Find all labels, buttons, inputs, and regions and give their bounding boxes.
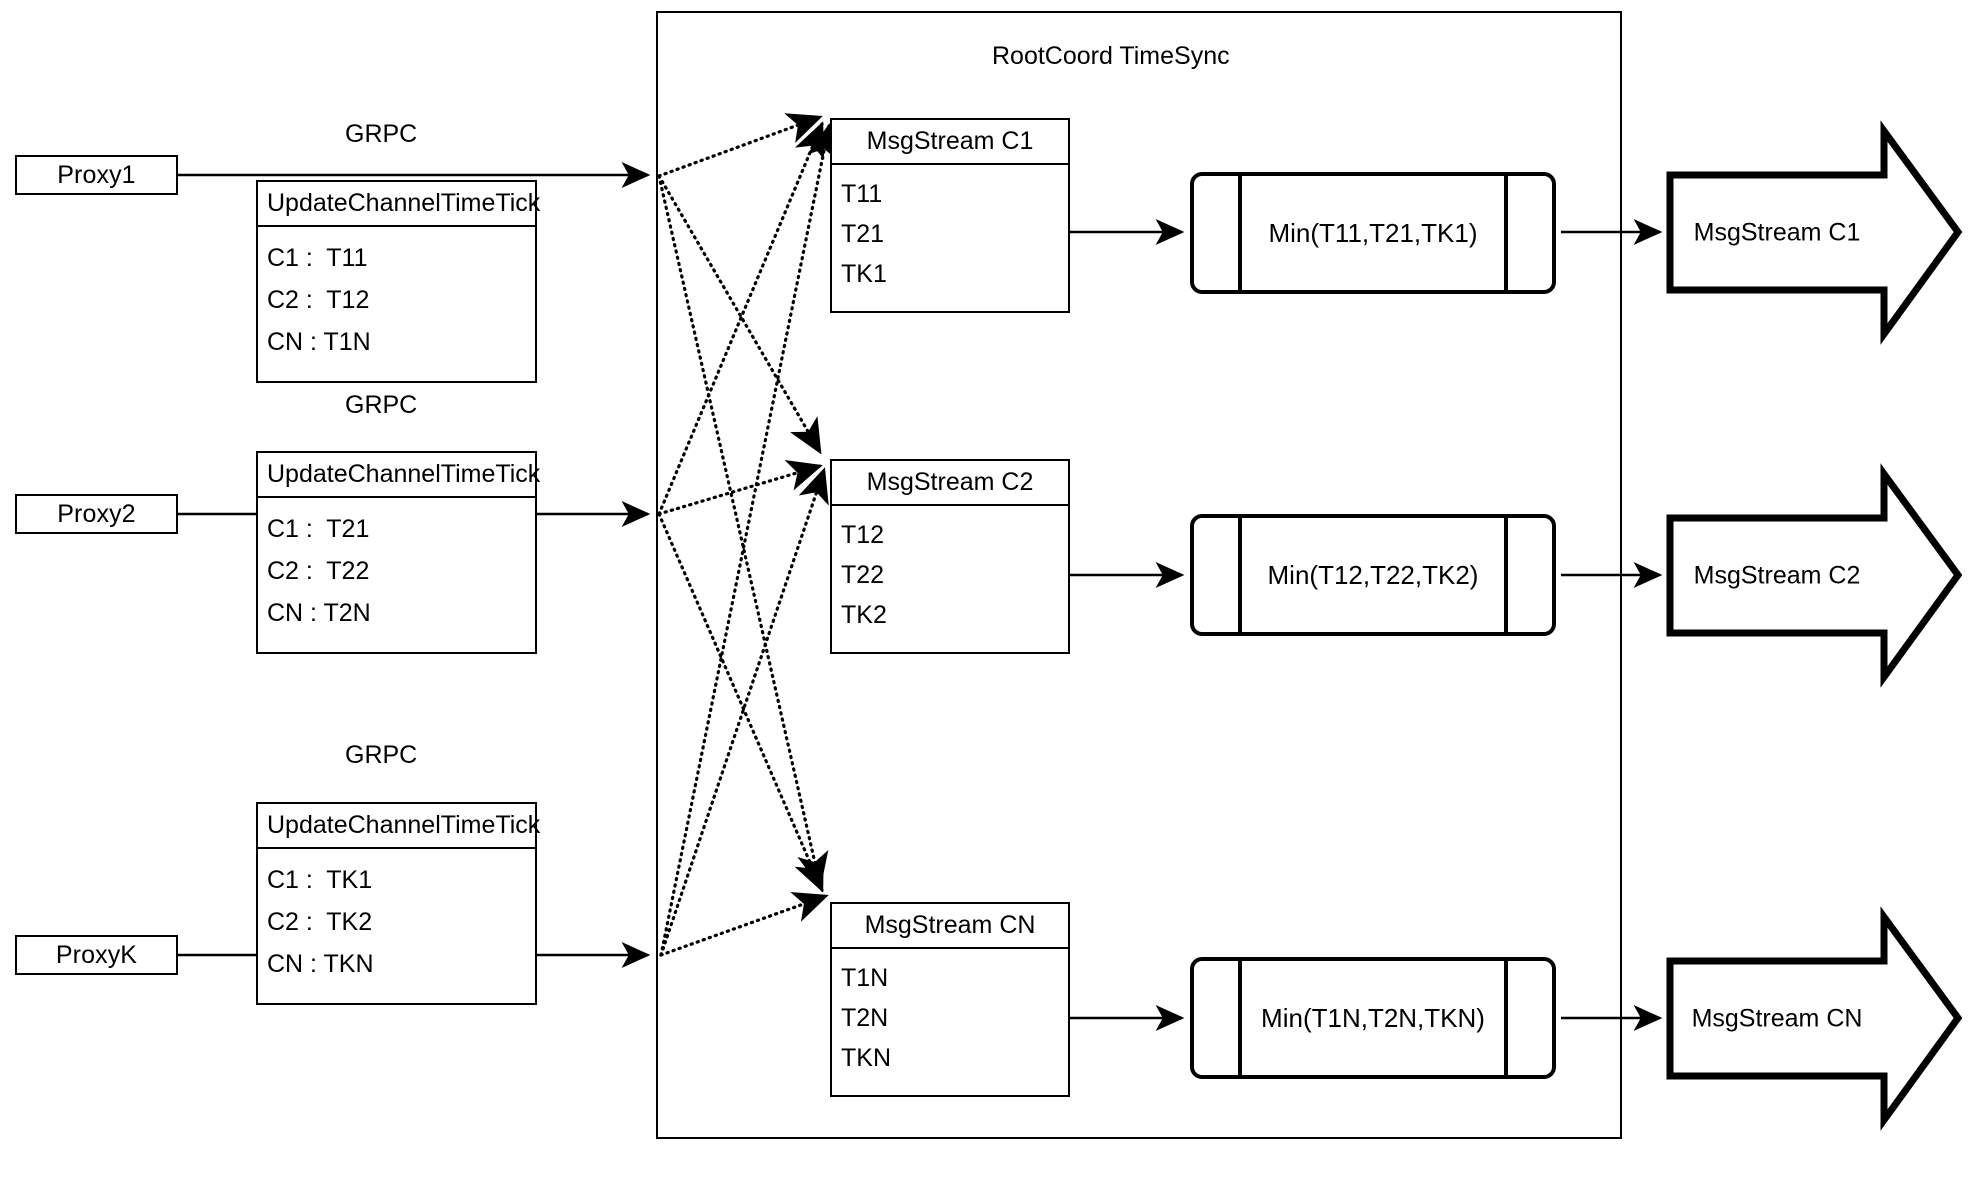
msgstream-box-c1: MsgStream C1 T11 T21 TK1 [830,118,1070,313]
output-block-arrow-c2: MsgStream C2 [1666,463,1964,688]
msgstream-title-cn: MsgStream CN [832,904,1068,949]
proxy-box-1[interactable]: Proxy1 [15,155,178,195]
msgstream-title-c1: MsgStream C1 [832,120,1068,165]
msgstream-body-c2: T12 T22 TK2 [832,506,1068,652]
msgstream-body-c1: T11 T21 TK1 [832,165,1068,311]
msgstream-row: T2N [841,1004,889,1033]
update-channel-timetick-box-2: UpdateChannelTimeTick C1 : T21 C2 : T22 … [256,451,540,654]
msgstream-row: T21 [841,220,885,249]
proxy-label-k: ProxyK [55,940,138,969]
rootcoord-timesync-container [656,11,1622,1139]
proxy-box-2[interactable]: Proxy2 [15,494,178,534]
uct-row: C1 : T11 [267,244,368,273]
msgstream-row: TK2 [841,601,887,630]
uct-title-2: UpdateChannelTimeTick [258,453,540,498]
msgstream-title-c2: MsgStream C2 [832,461,1068,506]
update-channel-timetick-box-1: UpdateChannelTimeTick C1 : T11 C2 : T12 … [256,180,540,383]
uct-row: CN : T2N [267,599,371,628]
output-label-c2: MsgStream C2 [1693,561,1861,589]
min-process-label-c1: Min(T11,T21,TK1) [1268,217,1478,248]
output-label-cn: MsgStream CN [1691,1004,1863,1032]
proxy-box-k[interactable]: ProxyK [15,935,178,975]
msgstream-row: T1N [841,964,889,993]
uct-row: C1 : T21 [267,515,370,544]
msgstream-body-cn: T1N T2N TKN [832,949,1068,1095]
uct-row: C1 : TK1 [267,866,373,895]
msgstream-row: T11 [841,180,883,209]
grpc-label-k: GRPC [345,741,418,769]
msgstream-box-c2: MsgStream C2 T12 T22 TK2 [830,459,1070,654]
min-process-label-c2: Min(T12,T22,TK2) [1267,559,1479,590]
uct-row: C2 : T12 [267,286,370,315]
update-channel-timetick-box-k: UpdateChannelTimeTick C1 : TK1 C2 : TK2 … [256,802,540,1005]
uct-body-2: C1 : T21 C2 : T22 CN : T2N [258,498,535,652]
proxy-label-1: Proxy1 [57,160,136,189]
uct-title-k: UpdateChannelTimeTick [258,804,540,849]
msgstream-row: T22 [841,561,885,590]
grpc-label-2: GRPC [345,391,418,419]
min-process-cn: Min(T1N,T2N,TKN) [1190,957,1556,1079]
msgstream-row: T12 [841,521,885,550]
msgstream-row: TK1 [841,260,887,289]
output-block-arrow-cn: MsgStream CN [1666,906,1964,1131]
output-label-c1: MsgStream C1 [1693,218,1861,246]
uct-title-1: UpdateChannelTimeTick [258,182,540,227]
min-process-c2: Min(T12,T22,TK2) [1190,514,1556,636]
grpc-label-1: GRPC [345,120,418,148]
uct-body-k: C1 : TK1 C2 : TK2 CN : TKN [258,849,535,1003]
proxy-label-2: Proxy2 [57,499,136,528]
msgstream-row: TKN [841,1044,891,1073]
uct-row: CN : T1N [267,328,371,357]
uct-row: C2 : T22 [267,557,370,586]
uct-row: C2 : TK2 [267,908,373,937]
rootcoord-timesync-title: RootCoord TimeSync [992,42,1230,70]
min-process-label-cn: Min(T1N,T2N,TKN) [1261,1002,1485,1033]
uct-body-1: C1 : T11 C2 : T12 CN : T1N [258,227,535,381]
uct-row: CN : TKN [267,950,374,979]
min-process-c1: Min(T11,T21,TK1) [1190,172,1556,294]
output-block-arrow-c1: MsgStream C1 [1666,120,1964,345]
msgstream-box-cn: MsgStream CN T1N T2N TKN [830,902,1070,1097]
